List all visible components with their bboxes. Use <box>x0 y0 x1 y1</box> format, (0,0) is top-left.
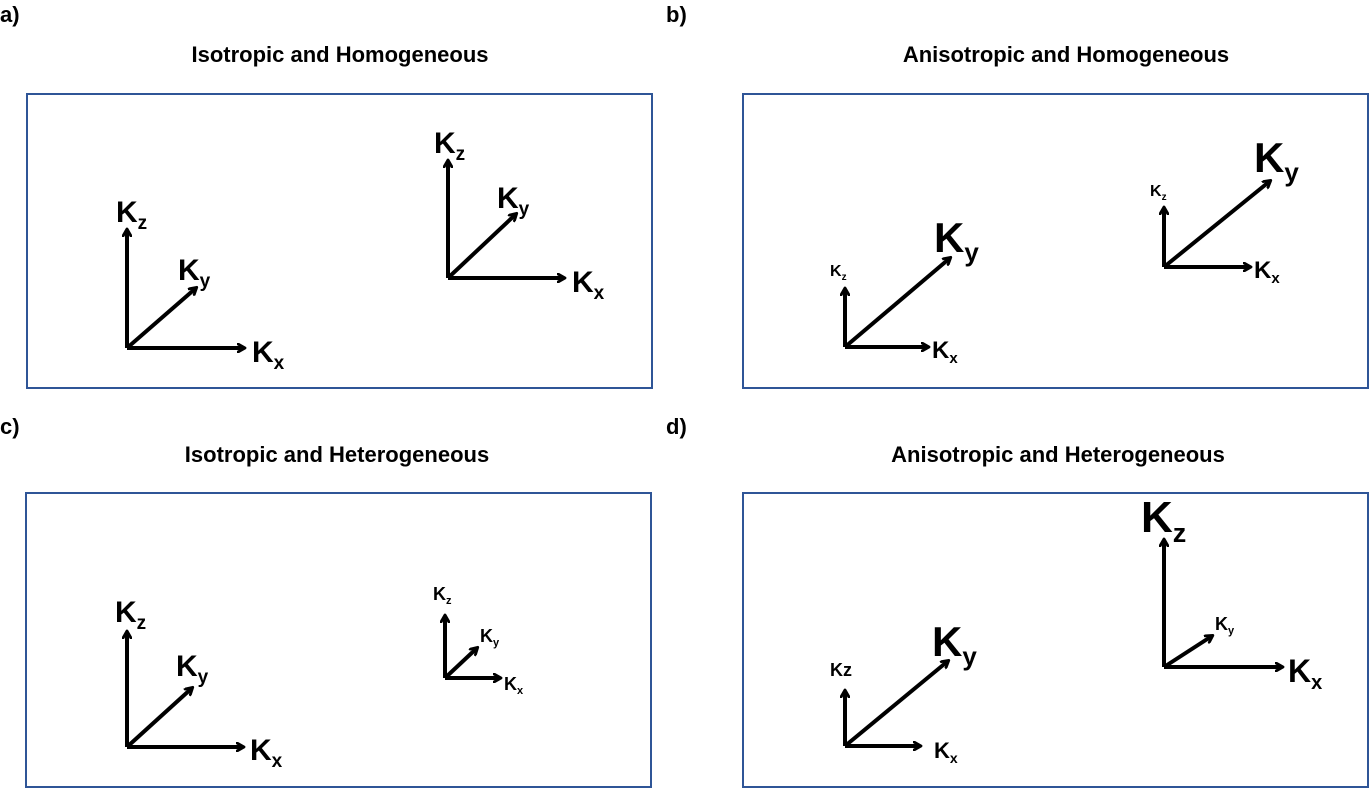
z-axis-label: Kz <box>434 127 465 165</box>
x-axis-label: Kx <box>252 336 285 374</box>
z-axis-label: Kz <box>830 263 847 283</box>
x-axis-label: Kx <box>572 266 605 304</box>
panel-title: Isotropic and Heterogeneous <box>184 442 490 467</box>
z-axis-label: Kz <box>830 660 852 680</box>
y-axis-arrow-icon <box>443 648 477 680</box>
panel-label: d) <box>666 414 687 439</box>
y-axis-label: Ky <box>480 626 500 649</box>
panel-box <box>26 93 653 389</box>
y-axis-arrow-icon <box>125 688 192 749</box>
y-axis-label: Ky <box>932 618 977 671</box>
y-axis-label: Ky <box>1254 134 1299 187</box>
panel-box <box>25 492 652 788</box>
panel-title: Anisotropic and Homogeneous <box>902 42 1230 67</box>
panel-label: c) <box>0 414 20 439</box>
x-axis-label: Kx <box>1288 653 1322 694</box>
y-axis-arrow-icon <box>843 258 950 349</box>
axis-triad: Kx Kz Ky <box>830 214 979 367</box>
panel-label: a) <box>0 2 20 27</box>
x-axis-label: Kx <box>504 674 524 697</box>
y-axis-label: Ky <box>497 182 530 220</box>
z-axis-label: Kz <box>1141 493 1186 548</box>
panel-title: Anisotropic and Heterogeneous <box>891 442 1225 467</box>
axis-triad: Kx Kz Ky <box>830 618 977 766</box>
y-axis-arrow-icon <box>1162 181 1270 269</box>
y-axis-label: Ky <box>1215 614 1235 637</box>
x-axis-label: Kx <box>250 734 283 772</box>
y-axis-arrow-icon <box>125 288 196 350</box>
x-axis-label: Kx <box>934 738 958 766</box>
x-axis-label: Kx <box>1254 257 1280 287</box>
z-axis-label: Kz <box>1150 183 1167 203</box>
panel-label: b) <box>666 2 687 27</box>
x-axis-label: Kx <box>932 337 958 367</box>
panel-title: Isotropic and Homogeneous <box>191 42 489 67</box>
z-axis-label: Kz <box>116 196 147 234</box>
y-axis-label: Ky <box>176 650 209 688</box>
y-axis-label: Ky <box>934 214 979 267</box>
y-axis-label: Ky <box>178 254 211 292</box>
y-axis-arrow-icon <box>446 214 516 280</box>
y-axis-arrow-icon <box>1162 636 1212 669</box>
z-axis-label: Kz <box>433 584 452 607</box>
z-axis-label: Kz <box>115 596 146 634</box>
axis-triad: Kx Kz Ky <box>1150 134 1299 287</box>
y-axis-arrow-icon <box>843 661 948 748</box>
